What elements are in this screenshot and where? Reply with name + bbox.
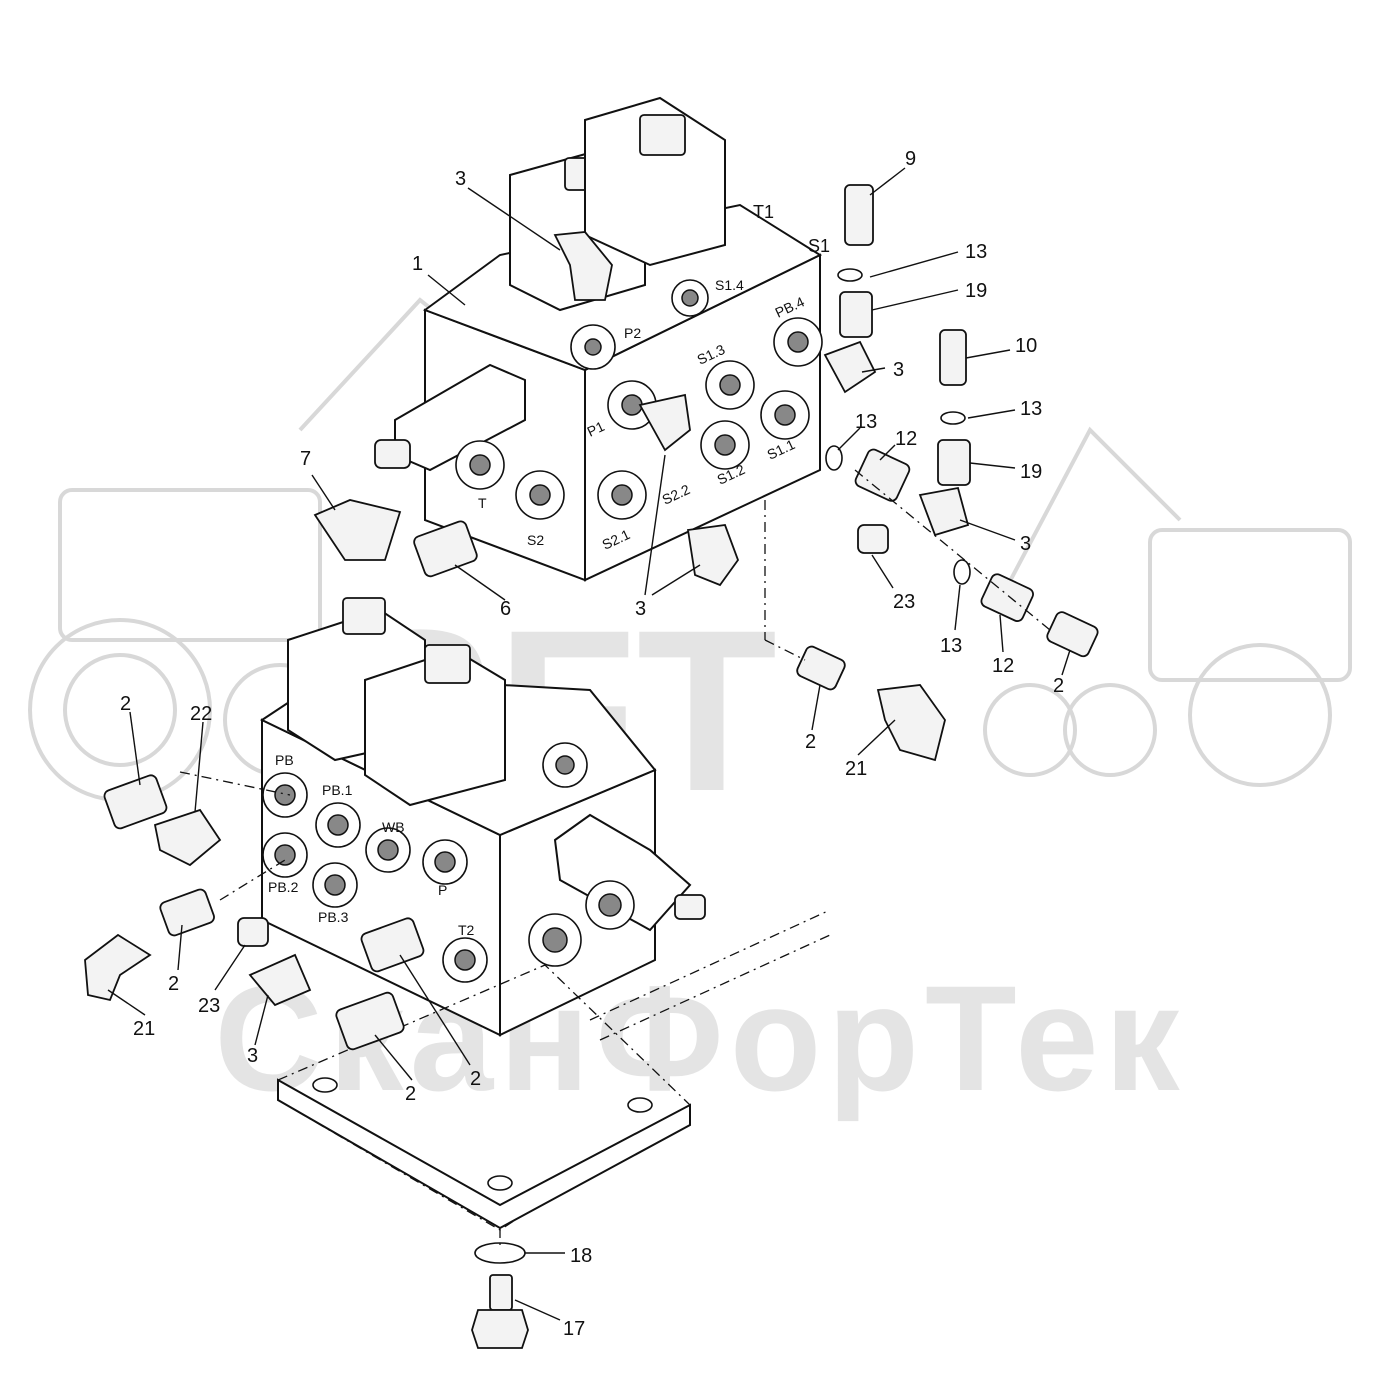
callout-21-a: 21 (845, 758, 867, 780)
port-label-P1: P1 (585, 418, 607, 440)
callout-22: 22 (190, 703, 212, 725)
callout-3-d: 3 (635, 598, 646, 620)
upper-valve-block: T1 S1 S1.4 P2 PB.4 S1.3 P1 S1.1 S1.2 S2.… (374, 96, 830, 582)
callout-13-c: 13 (855, 411, 877, 433)
watermark-tractor-right (983, 426, 1352, 787)
port-label-PB-2: PB.2 (268, 879, 299, 895)
callout-17: 17 (563, 1318, 585, 1340)
upper-ports (455, 279, 823, 520)
port-label-P: P (438, 882, 447, 898)
callout-18: 18 (570, 1245, 592, 1267)
callout-13-d: 13 (940, 635, 962, 657)
callout-3-b: 3 (893, 359, 904, 381)
port-label-S1: S1 (808, 236, 830, 256)
port-label-PB: PB (275, 752, 294, 768)
fittings (84, 184, 1099, 1349)
solenoid-coil-lower-right (364, 644, 506, 807)
callout-2-a: 2 (1053, 675, 1064, 697)
callout-23-a: 23 (893, 591, 915, 613)
leader-lines (107, 167, 1071, 1321)
callouts: 3 1 9 13 19 10 3 13 13 12 19 3 7 6 3 23 … (120, 148, 1064, 1340)
solenoid-coil-upper-right (584, 96, 726, 267)
callout-6: 6 (500, 598, 511, 620)
callout-7: 7 (300, 448, 311, 470)
callout-3-top: 3 (455, 168, 466, 190)
callout-2-f: 2 (470, 1068, 481, 1090)
port-label-S1-4: S1.4 (715, 277, 744, 293)
mounting-plate (277, 909, 831, 1231)
port-label-PB-1: PB.1 (322, 782, 353, 798)
callout-1: 1 (412, 253, 423, 275)
callout-2-b: 2 (805, 731, 816, 753)
port-label-PB-3: PB.3 (318, 909, 349, 925)
lower-ports (262, 742, 635, 983)
callout-23-b: 23 (198, 995, 220, 1017)
port-label-T1: T1 (753, 202, 774, 222)
port-label-P2: P2 (624, 325, 641, 341)
lower-valve-block: PB PB.1 WB P PB.2 PB.3 T2 (259, 597, 706, 1037)
callout-12-b: 12 (992, 655, 1014, 677)
callout-13-b: 13 (1020, 398, 1042, 420)
port-label-T2: T2 (458, 922, 475, 938)
callout-3-e: 3 (247, 1045, 258, 1067)
callout-2-d: 2 (168, 973, 179, 995)
callout-9: 9 (905, 148, 916, 170)
port-label-S2: S2 (527, 532, 544, 548)
callout-10: 10 (1015, 335, 1037, 357)
callout-2-e: 2 (405, 1083, 416, 1105)
cartridge-valve-upper (374, 363, 526, 472)
callout-12-a: 12 (895, 428, 917, 450)
callout-3-c: 3 (1020, 533, 1031, 555)
callout-19-b: 19 (1020, 461, 1042, 483)
cartridge-valve-lower (553, 813, 706, 932)
callout-19-a: 19 (965, 280, 987, 302)
callout-2-c: 2 (120, 693, 131, 715)
callout-13-a: 13 (965, 241, 987, 263)
port-label-T: T (478, 495, 487, 511)
port-label-WB: WB (382, 819, 405, 835)
callout-21-b: 21 (133, 1018, 155, 1040)
